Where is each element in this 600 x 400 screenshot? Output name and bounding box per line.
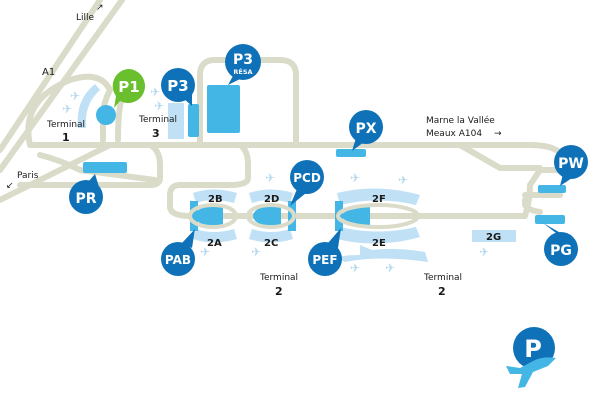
plane-icon: ✈ [385,261,395,275]
gate-2g: 2G [486,232,501,243]
arrow-southwest-icon: ↙ [6,181,14,191]
plane-icons: ✈ ✈ ✈ ✈ ✈ ✈ ✈ ✈ ✈ ✈ ✈ ✈ [62,85,489,275]
pin-p1[interactable]: P1 [112,69,146,108]
terminal-1-label: Terminal [46,120,85,130]
terminal-3-number: 3 [152,127,160,140]
marne-label: Marne la Vallée [426,115,495,126]
plane-icon: ✈ [154,99,164,113]
a1-label: A1 [42,67,55,78]
plane-icon: ✈ [150,85,160,99]
pin-label: PX [355,121,376,137]
pg-lot[interactable] [535,215,565,224]
meaux-label: Meaux A104 [426,129,482,139]
roads [0,0,583,219]
gate-2c: 2C [264,238,278,249]
terminal-2-number-east: 2 [438,285,446,298]
plane-icon: ✈ [265,171,275,185]
plane-icon [506,357,556,388]
plane-icon: ✈ [251,245,261,259]
terminal-2-label: Terminal [259,273,298,283]
p3-resa-lot[interactable] [207,85,240,133]
pin-label: PG [550,243,572,259]
pin-pcd[interactable]: PCD [290,160,324,206]
gate-2d: 2D [264,194,279,205]
pin-label: P3 [167,77,188,95]
gate-2a: 2A [207,238,222,249]
px-lot[interactable] [336,149,366,157]
parking-airport-logo: P [506,327,556,388]
plane-icon: ✈ [70,89,80,103]
gate-2e: 2E [372,238,386,249]
paris-label: Paris [17,171,39,181]
terminal-1-number: 1 [62,131,70,144]
pin-label: PEF [312,253,337,267]
terminal-3-building [168,103,184,139]
pin-pg[interactable]: PG [543,223,578,266]
terminal-2-label-east: Terminal [423,273,462,283]
pin-pef[interactable]: PEF [308,228,342,276]
terminal-2-number: 2 [275,285,283,298]
p3-lot[interactable] [188,104,199,137]
gate-2f: 2F [372,194,386,205]
logo-letter: P [524,335,542,363]
pin-label: PR [75,191,96,207]
arrow-northeast-icon: ↗ [96,3,104,13]
pin-label: PAB [165,253,191,267]
pin-pw[interactable]: PW [554,145,588,186]
plane-icon: ✈ [62,102,72,116]
lille-label: Lille [76,13,95,23]
pin-label: PW [558,156,584,172]
pin-px[interactable]: PX [349,110,383,151]
terminal-2-buildings [188,188,428,262]
pin-label: P1 [118,78,139,96]
plane-icon: ✈ [350,261,360,275]
arrow-right-icon: → [494,129,502,139]
pin-p3[interactable]: P3 [161,68,195,106]
gate-2b: 2B [208,194,223,205]
terminal-3-label: Terminal [138,115,177,125]
pin-p3-resa[interactable]: P3 RÉSA [225,44,261,85]
p1-lot[interactable] [96,105,116,125]
plane-icon: ✈ [479,245,489,259]
pin-label: P3 [233,52,253,68]
terminal-1-building [77,84,100,128]
pr-lot[interactable] [83,162,127,173]
pin-pab[interactable]: PAB [161,229,195,276]
pin-sublabel: RÉSA [233,67,252,76]
terminal-2g-building [472,230,516,242]
plane-icon: ✈ [350,171,360,185]
plane-icon: ✈ [398,173,408,187]
pin-pr[interactable]: PR [69,174,103,214]
plane-icon: ✈ [200,245,210,259]
pw-lot[interactable] [538,185,566,193]
pin-label: PCD [293,171,321,185]
